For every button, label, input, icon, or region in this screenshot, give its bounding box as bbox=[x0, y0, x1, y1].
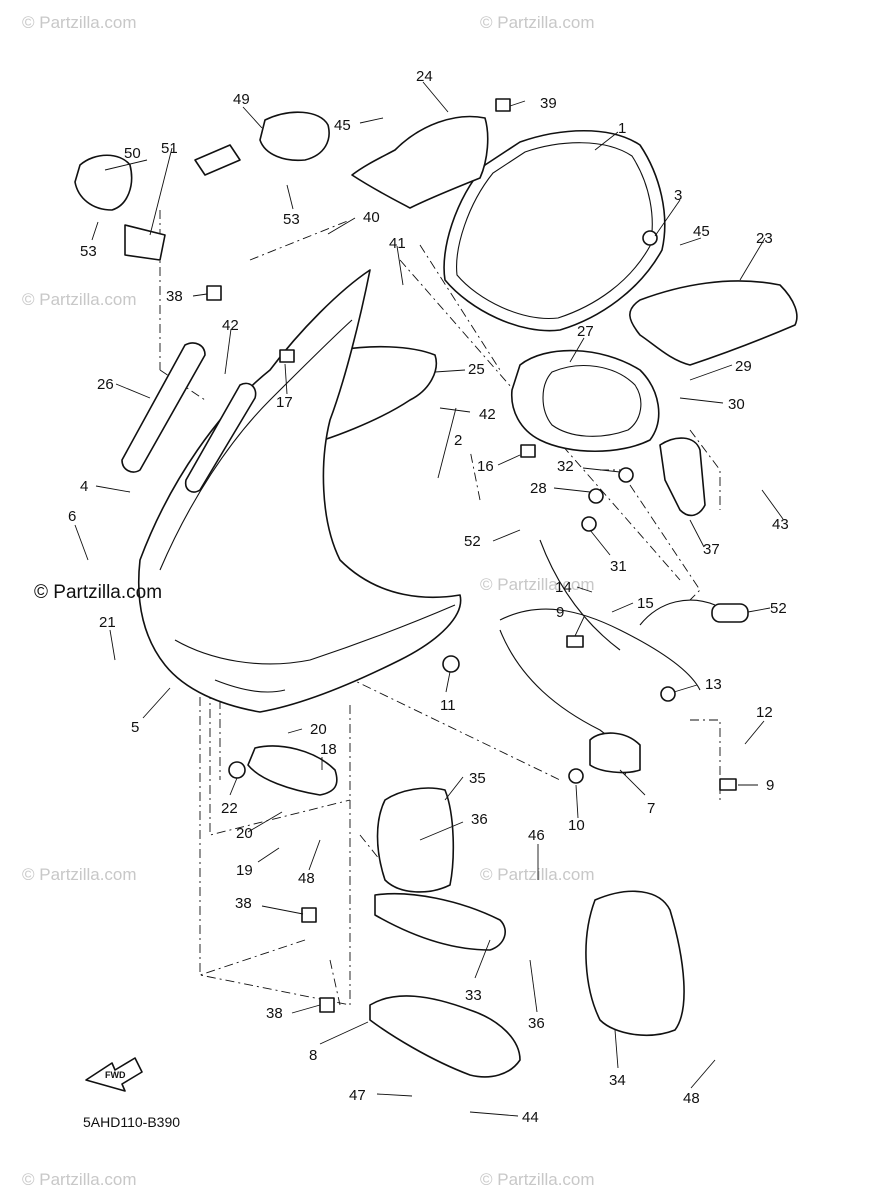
callout-53: 53 bbox=[283, 211, 300, 228]
callout-9: 9 bbox=[766, 777, 774, 794]
callout-36: 36 bbox=[471, 811, 488, 828]
callout-18: 18 bbox=[320, 741, 337, 758]
callout-47: 47 bbox=[349, 1087, 366, 1104]
callout-14: 14 bbox=[555, 579, 572, 596]
callout-21: 21 bbox=[99, 614, 116, 631]
callout-38: 38 bbox=[235, 895, 252, 912]
callout-25: 25 bbox=[468, 361, 485, 378]
callout-16: 16 bbox=[477, 458, 494, 475]
callout-5: 5 bbox=[131, 719, 139, 736]
headlight bbox=[510, 349, 660, 452]
callout-44: 44 bbox=[522, 1109, 539, 1126]
callout-39: 39 bbox=[540, 95, 557, 112]
callout-48: 48 bbox=[683, 1090, 700, 1107]
callout-13: 13 bbox=[705, 676, 722, 693]
callout-27: 27 bbox=[577, 323, 594, 340]
watermark: © Partzilla.com bbox=[480, 865, 595, 884]
fwd-arrow-icon: FWD bbox=[85, 1057, 143, 1092]
lower-strip-26 bbox=[121, 342, 206, 473]
fasteners bbox=[206, 98, 749, 1013]
fwd-label: FWD bbox=[105, 1070, 126, 1080]
callout-32: 32 bbox=[557, 458, 574, 475]
callout-9: 9 bbox=[556, 604, 564, 621]
callout-24: 24 bbox=[416, 68, 433, 85]
callout-29: 29 bbox=[735, 358, 752, 375]
callout-42: 42 bbox=[222, 317, 239, 334]
mirror-left bbox=[194, 111, 330, 176]
diagram-code: 5AHD110-B390 bbox=[83, 1114, 180, 1130]
lower-strip bbox=[184, 382, 257, 493]
callout-numbers: 1 2 3 4 5 6 7 8 9 9 10 11 12 13 14 15 16… bbox=[68, 68, 789, 1126]
watermark: © Partzilla.com bbox=[480, 575, 595, 594]
watermark: © Partzilla.com bbox=[480, 1170, 595, 1189]
watermark: © Partzilla.com bbox=[22, 1170, 137, 1189]
stay-frame bbox=[499, 539, 716, 776]
grille-18 bbox=[247, 745, 338, 796]
air-intake-33 bbox=[374, 892, 506, 951]
callout-41: 41 bbox=[389, 235, 406, 252]
callout-48: 48 bbox=[298, 870, 315, 887]
callout-15: 15 bbox=[637, 595, 654, 612]
callout-45: 45 bbox=[693, 223, 710, 240]
callout-45: 45 bbox=[334, 117, 351, 134]
leader-lines bbox=[74, 81, 784, 1117]
callout-53: 53 bbox=[80, 243, 97, 260]
callout-17: 17 bbox=[276, 394, 293, 411]
callout-2: 2 bbox=[454, 432, 462, 449]
callout-35: 35 bbox=[469, 770, 486, 787]
main-cowling bbox=[137, 269, 462, 713]
watermark: © Partzilla.com bbox=[480, 13, 595, 32]
callout-23: 23 bbox=[756, 230, 773, 247]
callout-7: 7 bbox=[647, 800, 655, 817]
callout-4: 4 bbox=[80, 478, 88, 495]
copyright-label: © Partzilla.com bbox=[34, 582, 162, 603]
callout-46: 46 bbox=[528, 827, 545, 844]
callout-50: 50 bbox=[124, 145, 141, 162]
callout-8: 8 bbox=[309, 1047, 317, 1064]
callout-37: 37 bbox=[703, 541, 720, 558]
callout-11: 11 bbox=[440, 697, 456, 714]
watermark: © Partzilla.com bbox=[22, 290, 137, 309]
callout-36: 36 bbox=[528, 1015, 545, 1032]
callout-3: 3 bbox=[674, 187, 682, 204]
callout-38: 38 bbox=[166, 288, 183, 305]
callout-33: 33 bbox=[465, 987, 482, 1004]
callout-40: 40 bbox=[363, 209, 380, 226]
watermark: © Partzilla.com bbox=[22, 865, 137, 884]
callout-28: 28 bbox=[530, 480, 547, 497]
callout-52: 52 bbox=[770, 600, 787, 617]
callout-43: 43 bbox=[772, 516, 789, 533]
callout-52: 52 bbox=[464, 533, 481, 550]
callout-30: 30 bbox=[728, 396, 745, 413]
callout-51: 51 bbox=[161, 140, 178, 157]
cover-34 bbox=[585, 890, 685, 1036]
inner-panel-24 bbox=[351, 115, 489, 209]
windscreen bbox=[443, 129, 666, 332]
watermark: © Partzilla.com bbox=[22, 13, 137, 32]
callout-12: 12 bbox=[756, 704, 773, 721]
callout-19: 19 bbox=[236, 862, 253, 879]
headlight-bracket bbox=[659, 437, 706, 517]
callout-22: 22 bbox=[221, 800, 238, 817]
lower-duct-8 bbox=[369, 995, 521, 1078]
air-duct-35 bbox=[376, 787, 455, 893]
callout-20: 20 bbox=[310, 721, 327, 738]
callout-31: 31 bbox=[610, 558, 627, 575]
callout-1: 1 bbox=[618, 120, 626, 137]
mirror-right bbox=[74, 154, 166, 261]
callout-20: 20 bbox=[236, 825, 253, 842]
callout-10: 10 bbox=[568, 817, 585, 834]
inner-panel-23 bbox=[629, 280, 798, 366]
callout-38: 38 bbox=[266, 1005, 283, 1022]
callout-49: 49 bbox=[233, 91, 250, 108]
callout-26: 26 bbox=[97, 376, 114, 393]
callout-6: 6 bbox=[68, 508, 76, 525]
callout-34: 34 bbox=[609, 1072, 626, 1089]
callout-42: 42 bbox=[479, 406, 496, 423]
